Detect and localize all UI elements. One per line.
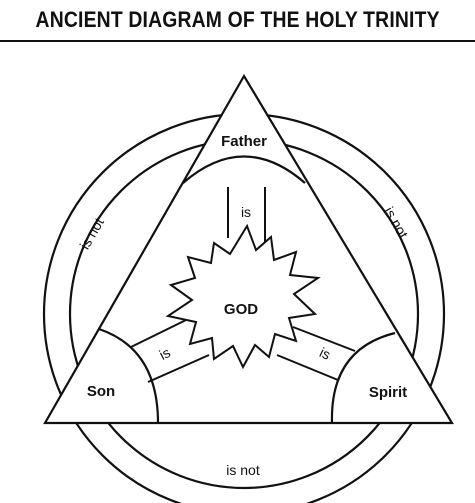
connector-spirit-god [276, 326, 356, 381]
spirit-corner-arc [330, 331, 396, 424]
connector-son-god [130, 319, 210, 383]
son-label: Son [87, 383, 115, 400]
header-bar: ANCIENT DIAGRAM OF THE HOLY TRINITY [0, 0, 475, 42]
son-corner-arc [98, 327, 160, 424]
trinity-diagram: Father Son Spirit GOD is is is is not is… [42, 73, 454, 503]
god-star [165, 223, 321, 370]
father-corner-arc [182, 155, 306, 184]
is-not-label-right: is not [381, 204, 412, 241]
connector-father-god [227, 187, 266, 243]
is-not-label-left: is not [76, 215, 107, 252]
is-label-father: is [241, 204, 251, 220]
father-label: Father [221, 133, 267, 150]
is-not-label-bottom: is not [226, 462, 260, 478]
god-label: GOD [224, 301, 258, 318]
spirit-label: Spirit [369, 384, 407, 401]
page-title: ANCIENT DIAGRAM OF THE HOLY TRINITY [35, 7, 440, 32]
